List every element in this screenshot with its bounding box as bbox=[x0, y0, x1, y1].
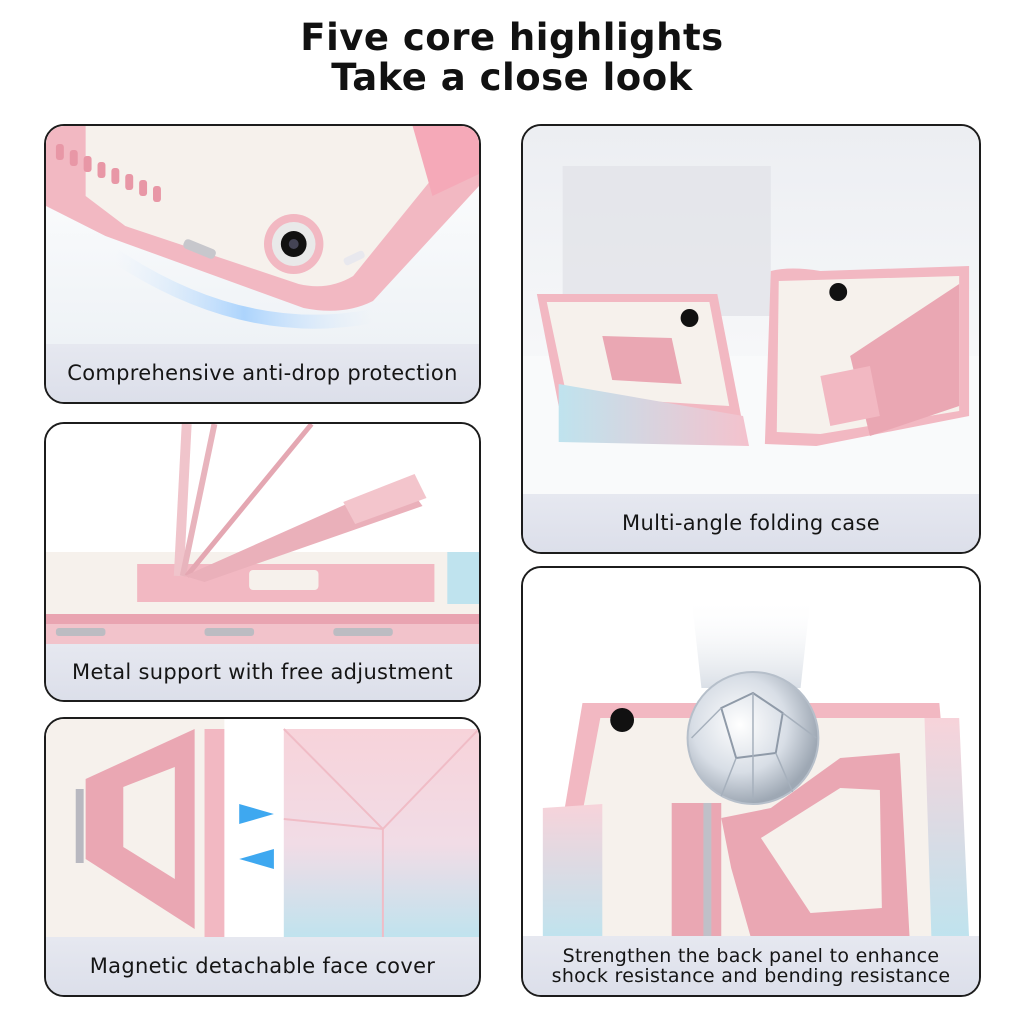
case-corner-photo bbox=[46, 126, 479, 346]
caption-magnetic-cover: Magnetic detachable face cover bbox=[46, 937, 479, 995]
caption-back-panel-line-1: Strengthen the back panel to enhance bbox=[562, 944, 940, 967]
caption-back-panel: Strengthen the back panel to enhance sho… bbox=[523, 936, 979, 995]
impact-ball-photo bbox=[523, 568, 979, 938]
headline-line-1: Five core highlights bbox=[300, 16, 724, 59]
caption-back-panel-line-2: shock resistance and bending resistance bbox=[551, 964, 951, 987]
feature-card-folding-case: Multi-angle folding case bbox=[521, 124, 981, 554]
page-header: Five core highlights Take a close look bbox=[0, 18, 1024, 98]
feature-card-metal-support: Metal support with free adjustment bbox=[44, 422, 481, 702]
detachable-cover-photo bbox=[46, 719, 479, 939]
caption-anti-drop: Comprehensive anti-drop protection bbox=[46, 344, 479, 402]
caption-folding-case: Multi-angle folding case bbox=[523, 494, 979, 552]
feature-card-back-panel: Strengthen the back panel to enhance sho… bbox=[521, 566, 981, 997]
metal-stand-photo bbox=[46, 424, 479, 646]
caption-metal-support: Metal support with free adjustment bbox=[46, 644, 479, 700]
feature-card-magnetic-cover: Magnetic detachable face cover bbox=[44, 717, 481, 997]
headline-line-2: Take a close look bbox=[331, 56, 693, 99]
folding-stand-photo bbox=[523, 126, 979, 496]
feature-card-anti-drop: Comprehensive anti-drop protection bbox=[44, 124, 481, 404]
